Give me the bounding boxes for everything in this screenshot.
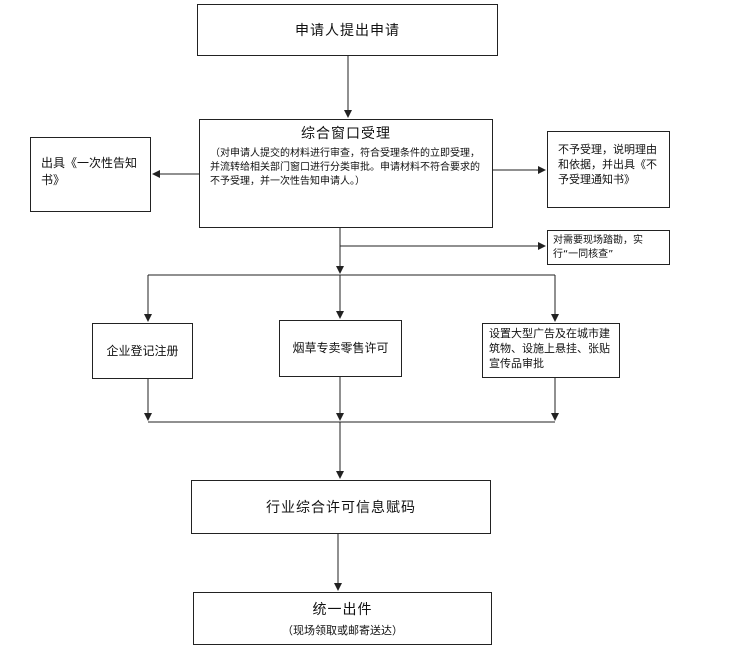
right-note-box: 不予受理，说明理由和依据，并出具《不予受理通知书》 — [547, 131, 670, 208]
branch-label-advertising: 设置大型广告及在城市建筑物、设施上悬挂、张贴宣传品审批 — [489, 327, 610, 370]
branch-label-tobacco: 烟草专卖零售许可 — [292, 341, 389, 355]
final-box: 统一出件 （现场领取或邮寄送达） — [193, 592, 492, 645]
left-note-text: 出具《一次性告知书》 — [41, 156, 138, 187]
field-note-text: 对需要现场踏勘，实行“一同核查” — [553, 235, 643, 260]
start-label: 申请人提出申请 — [295, 23, 400, 39]
branch-box-registration: 企业登记注册 — [92, 323, 193, 379]
window-title: 综合窗口受理 — [301, 126, 391, 142]
branch-label-registration: 企业登记注册 — [106, 343, 179, 358]
code-label: 行业综合许可信息赋码 — [266, 500, 416, 516]
window-box: 综合窗口受理 （对申请人提交的材料进行审查，符合受理条件的立即受理，并流转给相关… — [199, 119, 493, 228]
right-note-text: 不予受理，说明理由和依据，并出具《不予受理通知书》 — [558, 143, 657, 186]
start-box: 申请人提出申请 — [197, 4, 498, 56]
code-box: 行业综合许可信息赋码 — [191, 480, 491, 534]
field-note-box: 对需要现场踏勘，实行“一同核查” — [547, 230, 670, 265]
final-sub: （现场领取或邮寄送达） — [282, 624, 403, 637]
final-title: 统一出件 — [312, 602, 373, 618]
branch-box-advertising: 设置大型广告及在城市建筑物、设施上悬挂、张贴宣传品审批 — [482, 323, 620, 378]
window-desc: （对申请人提交的材料进行审查，符合受理条件的立即受理，并流转给相关部门窗口进行分… — [210, 148, 480, 187]
left-note-box: 出具《一次性告知书》 — [30, 137, 151, 212]
branch-box-tobacco: 烟草专卖零售许可 — [279, 320, 402, 377]
